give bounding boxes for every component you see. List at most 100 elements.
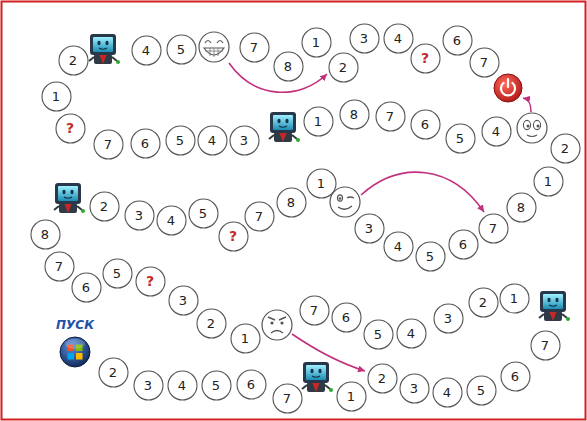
- computer-icon: [269, 112, 300, 142]
- board-cell: 7: [244, 201, 275, 232]
- cell-outline: [103, 259, 132, 288]
- cell-number: 1: [544, 175, 552, 188]
- board-cell: 6: [71, 272, 102, 303]
- start-label: ПУСК: [56, 319, 94, 332]
- board-cell: 1: [533, 166, 564, 197]
- board-cell: 7: [299, 295, 330, 326]
- cell-number: 7: [489, 222, 497, 235]
- cell-outline: [237, 370, 266, 399]
- cell-number: 4: [178, 379, 186, 392]
- board-cell: 5: [445, 123, 476, 154]
- cell-outline: [551, 134, 580, 163]
- cell-outline: [384, 232, 413, 261]
- cell-outline: [446, 124, 475, 153]
- board-cell: 3: [349, 23, 380, 54]
- cell-number: 1: [314, 115, 322, 128]
- cell-outline: [531, 331, 560, 360]
- cell-outline: [157, 206, 186, 235]
- board-cell: 1: [499, 283, 530, 314]
- board-cell: ?: [410, 43, 441, 74]
- cell-number: 8: [350, 108, 358, 121]
- cell-number: 4: [394, 240, 402, 253]
- cell-number: 4: [407, 327, 415, 340]
- board-cell: 6: [130, 128, 161, 159]
- cell-outline: [231, 324, 260, 353]
- question-mark: ?: [66, 121, 74, 135]
- board-cell: 1: [41, 81, 72, 112]
- board-cell: 8: [276, 187, 307, 218]
- cell-outline: [397, 319, 426, 348]
- cell-outline: [202, 371, 231, 400]
- cell-number: 5: [113, 267, 121, 280]
- cell-outline: [500, 284, 529, 313]
- board-cell: 6: [442, 25, 473, 56]
- cell-number: 2: [100, 200, 108, 213]
- board-cell: 3: [168, 285, 199, 316]
- cell-number: 1: [52, 90, 60, 103]
- question-mark: ?: [229, 229, 237, 243]
- board-cell: 7: [272, 383, 303, 414]
- board-cell: 7: [530, 330, 561, 361]
- board-cell: 3: [433, 303, 464, 334]
- question-mark: ?: [146, 274, 154, 288]
- cell-outline: [90, 192, 119, 221]
- cell-number: 3: [144, 379, 152, 392]
- computer-icon: [89, 34, 120, 64]
- cell-number: 1: [510, 292, 518, 305]
- cell-outline: [277, 188, 306, 217]
- cell-outline: [168, 371, 197, 400]
- cell-outline: [230, 126, 259, 155]
- cell-outline: [443, 26, 472, 55]
- cell-outline: [42, 82, 71, 111]
- cell-outline: [507, 193, 536, 222]
- cell-outline: [273, 384, 302, 413]
- board-cell: 1: [303, 106, 334, 137]
- cell-outline: [411, 110, 440, 139]
- cell-number: 6: [511, 370, 519, 383]
- cell-outline: [240, 33, 269, 62]
- board-cell: 2: [58, 45, 89, 76]
- board-cell: 2: [550, 133, 581, 164]
- cell-number: 7: [541, 339, 549, 352]
- cell-number: 4: [394, 32, 402, 45]
- cell-outline: [350, 24, 379, 53]
- board-cell: 5: [188, 198, 219, 229]
- board-cell: 7: [239, 32, 270, 63]
- board-cell: 4: [383, 23, 414, 54]
- cell-number: 5: [177, 43, 185, 56]
- cell-number: 4: [443, 386, 451, 399]
- board-cell: 4: [432, 377, 463, 408]
- board-cell: 2: [196, 308, 227, 339]
- board-cell: 8: [506, 192, 537, 223]
- cell-outline: [337, 382, 366, 411]
- cell-outline: [136, 267, 165, 296]
- cell-number: 7: [250, 41, 258, 54]
- cell-outline: [166, 126, 195, 155]
- winking-smiley: [330, 187, 360, 217]
- cell-number: 3: [365, 222, 373, 235]
- cell-number: 1: [317, 177, 325, 190]
- cell-number: 8: [287, 196, 295, 209]
- cell-number: 2: [561, 142, 569, 155]
- cell-number: 4: [167, 214, 175, 227]
- cell-number: 7: [310, 304, 318, 317]
- cell-outline: [479, 214, 508, 243]
- cell-number: 3: [135, 209, 143, 222]
- cell-outline: [198, 126, 227, 155]
- board-cell: 4: [167, 370, 198, 401]
- cell-number: 5: [426, 250, 434, 263]
- cell-number: 7: [480, 56, 488, 69]
- cell-outline: [384, 24, 413, 53]
- cell-number: 7: [104, 138, 112, 151]
- surprised-smiley: [517, 113, 547, 143]
- board-cell: 4: [481, 116, 512, 147]
- cell-outline: [376, 102, 405, 131]
- cell-number: 2: [109, 366, 117, 379]
- board-cell: 3: [133, 370, 164, 401]
- cell-outline: [99, 358, 128, 387]
- board-cell: 1: [230, 323, 261, 354]
- cell-outline: [72, 273, 101, 302]
- cell-number: 2: [339, 61, 347, 74]
- cell-outline: [467, 376, 496, 405]
- power-button: [494, 74, 522, 102]
